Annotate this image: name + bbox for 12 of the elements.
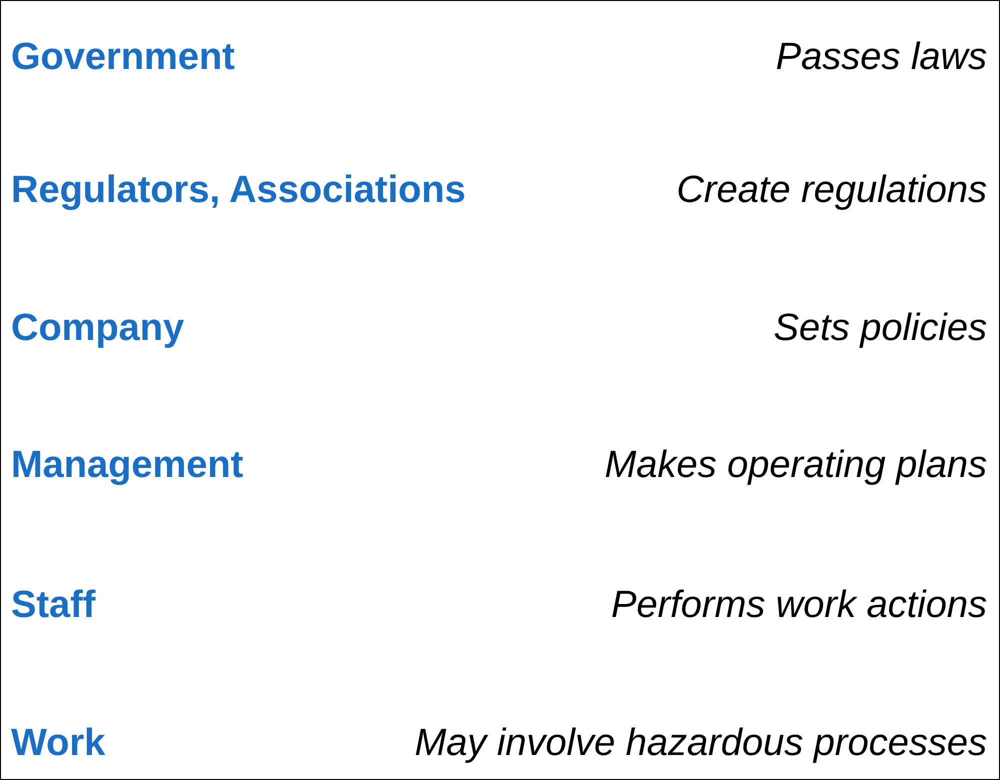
actor-label: Staff [11,583,96,628]
actor-label: Company [11,306,184,351]
role-description: Sets policies [774,306,987,351]
role-description: Passes laws [776,35,987,80]
role-description: May involve hazardous processes [414,721,987,766]
role-description: Performs work actions [611,583,987,628]
role-description: Create regulations [676,168,987,213]
actor-label: Regulators, Associations [11,168,466,213]
actor-label: Work [11,721,106,766]
actor-label: Government [11,35,235,80]
actor-label: Management [11,443,244,488]
role-description: Makes operating plans [604,443,987,488]
